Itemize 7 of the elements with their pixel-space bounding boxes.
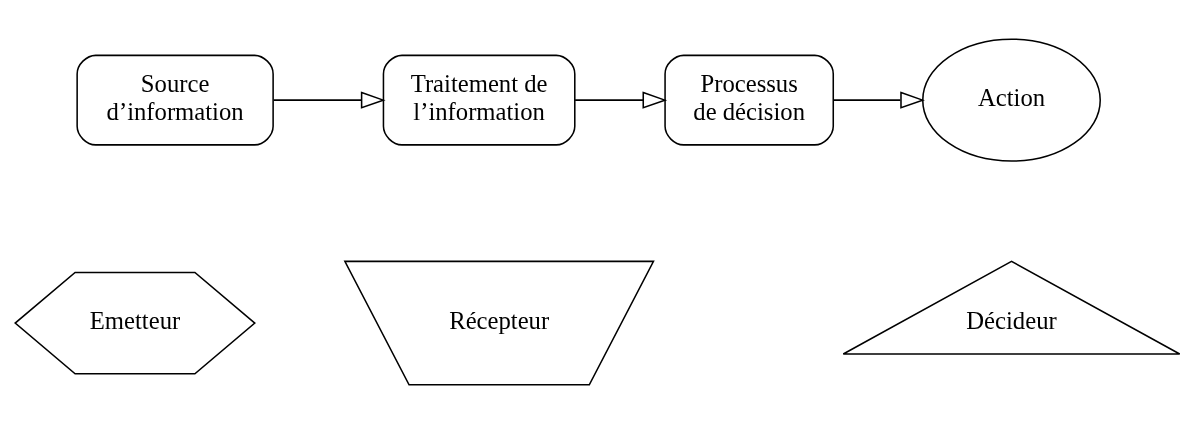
arrow: [272, 90, 386, 109]
node-box: Traitement de l’information: [382, 54, 576, 146]
arrow: [574, 90, 668, 109]
node-box: Source d’information: [76, 54, 274, 146]
arrow: [832, 90, 925, 109]
node-ellipse: Action: [922, 37, 1101, 162]
node-box: Processus de décision: [664, 54, 835, 146]
